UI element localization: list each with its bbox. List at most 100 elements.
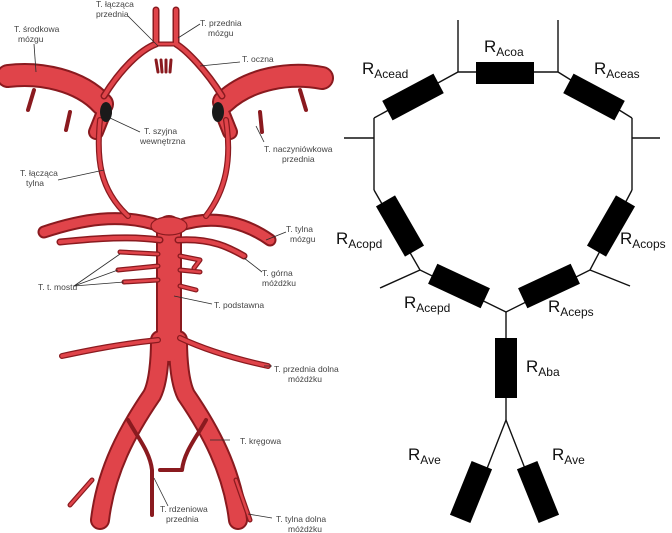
- resistor-aceas-label: R: [594, 59, 606, 78]
- svg-text:móżdżku: móżdżku: [288, 524, 322, 533]
- label-acom-1: T. łącząca: [96, 0, 134, 9]
- label-sca-1: T. górna: [262, 268, 293, 278]
- resistor-ave-right-sub: Ave: [564, 453, 585, 467]
- resistor-acead-label: R: [362, 59, 374, 78]
- resistor-aceps-label: R: [548, 297, 560, 316]
- svg-text:T. łącząca: T. łącząca: [96, 0, 134, 9]
- svg-text:T. przednia dolna: T. przednia dolna: [274, 364, 339, 374]
- svg-text:T. rdzeniowa: T. rdzeniowa: [160, 504, 208, 514]
- thin-vessel-fills: [58, 8, 270, 522]
- svg-text:RAceas: RAceas: [594, 59, 640, 81]
- label-choroid-1: T. naczyniówkowa: [264, 144, 333, 154]
- resistor-acops: [586, 195, 636, 257]
- svg-text:T. kręgowa: T. kręgowa: [240, 436, 281, 446]
- svg-text:RAba: RAba: [526, 357, 560, 379]
- label-mca-1: T. środkowa: [14, 24, 60, 34]
- svg-text:RAve: RAve: [408, 445, 441, 467]
- svg-text:RAcepd: RAcepd: [404, 293, 450, 315]
- svg-text:T. szyjna: T. szyjna: [144, 126, 177, 136]
- resistor-aceps: [518, 263, 580, 309]
- label-choroid-2: przednia: [282, 154, 315, 164]
- resistor-acead: [382, 73, 444, 121]
- svg-text:T. t. mostu: T. t. mostu: [38, 282, 77, 292]
- resistor-ave-right-label: R: [552, 445, 564, 464]
- ica-right-lumen: [212, 102, 224, 122]
- resistor-acepd-label: R: [404, 293, 416, 312]
- label-aica-1: T. przednia dolna: [274, 364, 339, 374]
- resistor-aceas-sub: Aceas: [606, 67, 639, 81]
- label-mca-2: mózgu: [18, 34, 44, 44]
- svg-text:T. tylna: T. tylna: [286, 224, 313, 234]
- svg-text:przednia: przednia: [166, 514, 199, 524]
- label-aca-2: mózgu: [208, 28, 234, 38]
- resistor-acops-label: R: [620, 229, 632, 248]
- svg-text:T. łącząca: T. łącząca: [20, 168, 58, 178]
- resistor-bodies: [375, 62, 636, 524]
- label-aica-2: móżdżku: [288, 374, 322, 384]
- label-pca-2: mózgu: [290, 234, 316, 244]
- resistor-acopd: [375, 195, 425, 257]
- svg-text:T. oczna: T. oczna: [242, 54, 274, 64]
- svg-text:przednia: przednia: [282, 154, 315, 164]
- svg-text:T. środkowa: T. środkowa: [14, 24, 60, 34]
- svg-text:T. naczyniówkowa: T. naczyniówkowa: [264, 144, 333, 154]
- label-basilar: T. podstawna: [214, 300, 264, 310]
- svg-text:T. tylna dolna: T. tylna dolna: [276, 514, 326, 524]
- resistor-ave-right: [516, 460, 560, 524]
- resistor-aba-label: R: [526, 357, 538, 376]
- resistor-acopd-sub: Acopd: [348, 237, 382, 251]
- svg-text:wewnętrzna: wewnętrzna: [139, 136, 186, 146]
- svg-text:móżdżku: móżdżku: [288, 374, 322, 384]
- svg-text:RAcops: RAcops: [620, 229, 666, 251]
- svg-text:T. podstawna: T. podstawna: [214, 300, 264, 310]
- svg-text:RAceps: RAceps: [548, 297, 594, 319]
- resistor-ave-left-label: R: [408, 445, 420, 464]
- svg-text:mózgu: mózgu: [18, 34, 44, 44]
- svg-text:RAcoa: RAcoa: [484, 37, 524, 59]
- resistor-acopd-label: R: [336, 229, 348, 248]
- anatomy-labels: T. łącząca przednia T. przednia mózgu T.…: [14, 0, 339, 533]
- label-vertebral: T. kręgowa: [240, 436, 281, 446]
- resistor-acepd: [428, 263, 490, 309]
- leader-lines: [33, 15, 287, 519]
- ica-left-lumen: [100, 102, 112, 122]
- svg-text:T. przednia: T. przednia: [200, 18, 242, 28]
- resistor-acops-sub: Acops: [632, 237, 665, 251]
- svg-text:przednia: przednia: [96, 9, 129, 19]
- resistor-aceps-sub: Aceps: [560, 305, 593, 319]
- svg-text:RAcead: RAcead: [362, 59, 408, 81]
- label-ica-1: T. szyjna: [144, 126, 177, 136]
- resistor-aba: [495, 338, 517, 398]
- svg-text:RAcopd: RAcopd: [336, 229, 382, 251]
- resistor-acepd-sub: Acepd: [416, 301, 450, 315]
- label-acom-2: przednia: [96, 9, 129, 19]
- resistor-acead-sub: Acead: [374, 67, 408, 81]
- label-asa-2: przednia: [166, 514, 199, 524]
- label-pica-1: T. tylna dolna: [276, 514, 326, 524]
- label-pcom-1: T. łącząca: [20, 168, 58, 178]
- label-pontine: T. t. mostu: [38, 282, 77, 292]
- resistor-aceas: [563, 73, 625, 121]
- label-ica-2: wewnętrzna: [139, 136, 186, 146]
- resistor-labels: RAcoa RAcead RAceas RAcopd RAcops RAcepd…: [336, 37, 666, 467]
- label-ophth: T. oczna: [242, 54, 274, 64]
- svg-text:tylna: tylna: [26, 178, 44, 188]
- resistor-acoa-label: R: [484, 37, 496, 56]
- label-pica-2: móżdżku: [288, 524, 322, 533]
- label-pcom-2: tylna: [26, 178, 44, 188]
- label-pca-1: T. tylna: [286, 224, 313, 234]
- anatomy-drawing: T. łącząca przednia T. przednia mózgu T.…: [0, 0, 339, 533]
- resistor-acoa-sub: Acoa: [496, 45, 524, 59]
- svg-text:mózgu: mózgu: [208, 28, 234, 38]
- resistor-aba-sub: Aba: [538, 365, 560, 379]
- svg-text:RAve: RAve: [552, 445, 585, 467]
- svg-text:T. górna: T. górna: [262, 268, 293, 278]
- label-aca-1: T. przednia: [200, 18, 242, 28]
- resistor-ave-left-sub: Ave: [420, 453, 441, 467]
- basilar-top: [150, 216, 188, 236]
- label-sca-2: móżdżku: [262, 278, 296, 288]
- resistor-ave-left: [449, 460, 493, 524]
- resistor-acoa: [476, 62, 534, 84]
- svg-text:móżdżku: móżdżku: [262, 278, 296, 288]
